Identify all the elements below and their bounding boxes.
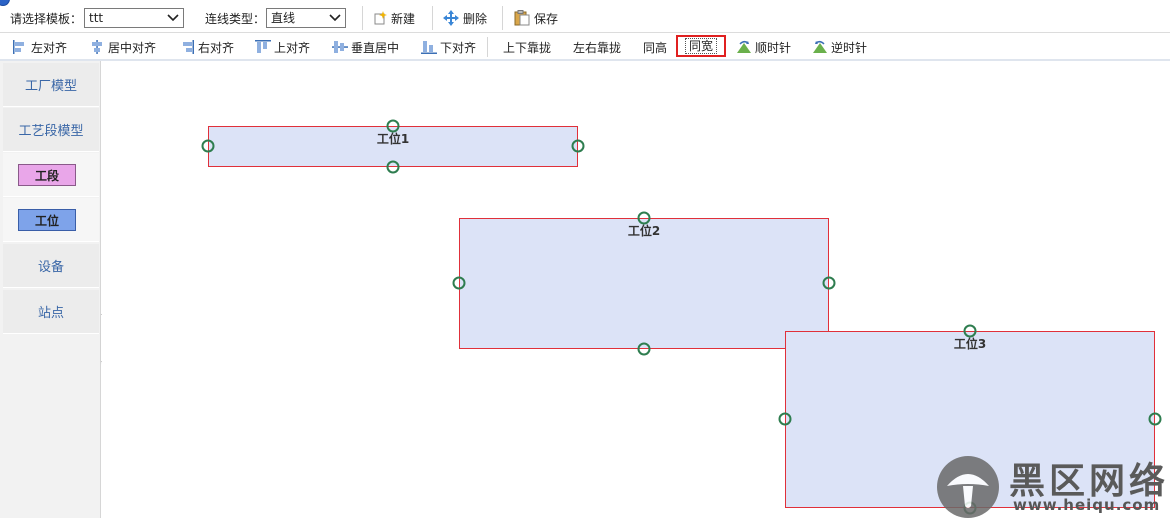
align-toolbar: 左对齐 居中对齐 右对齐 上对齐 垂直居中 下对齐 上下靠拢 左右靠拢 同高 同… <box>0 33 1170 61</box>
align-center-icon <box>92 40 102 54</box>
app-logo-icon <box>0 0 10 6</box>
save-button[interactable]: 保存 <box>514 9 558 27</box>
connection-anchor-right[interactable] <box>1148 412 1162 426</box>
section-shape[interactable]: 工段 <box>18 164 76 186</box>
sidebar-item-label: 设备 <box>37 260 64 275</box>
chevron-down-icon <box>329 14 341 22</box>
horizontal-adjoin-button[interactable]: 左右靠拢 <box>573 37 621 57</box>
left-align-button[interactable]: 左对齐 <box>12 37 67 57</box>
same-width-label: 同宽 <box>685 38 718 54</box>
clipboard-icon <box>514 10 530 26</box>
watermark-url: www.heiqu.com <box>1013 496 1161 514</box>
delete-label: 删除 <box>463 11 488 26</box>
design-canvas[interactable]: 工位1 工位2 工位3 <box>102 61 1170 518</box>
center-align-button[interactable]: 居中对齐 <box>89 37 156 57</box>
clockwise-label: 顺时针 <box>755 40 792 55</box>
connection-anchor-right[interactable] <box>822 276 836 290</box>
sidebar-item-label: 工厂模型 <box>24 79 77 94</box>
vertical-center-button[interactable]: 垂直居中 <box>332 37 399 57</box>
connection-anchor-left[interactable] <box>201 139 215 153</box>
vertical-adjoin-label: 上下靠拢 <box>503 40 552 55</box>
model-sidebar: 工厂模型 工艺段模型 工段 工位 设备 站点 <box>0 61 101 518</box>
watermark-title: 黑区网络 <box>1009 461 1170 502</box>
watermark: 黑区网络 www.heiqu.com <box>937 452 1170 518</box>
chevron-down-icon <box>167 14 179 22</box>
toolbar-divider <box>362 6 363 30</box>
vertical-adjoin-button[interactable]: 上下靠拢 <box>503 37 551 57</box>
counterclockwise-label: 逆时针 <box>831 40 868 55</box>
align-middle-icon <box>332 41 348 53</box>
section-shape-label: 工段 <box>34 169 59 183</box>
template-select[interactable]: ttt <box>84 8 184 28</box>
sidebar-item-equipment[interactable]: 设备 <box>3 244 99 288</box>
align-left-icon <box>13 40 24 54</box>
template-label: 请选择模板： <box>10 12 83 26</box>
vertical-center-label: 垂直居中 <box>351 40 400 55</box>
station-shape-label: 工位 <box>34 214 59 228</box>
top-align-button[interactable]: 上对齐 <box>255 37 310 57</box>
new-button[interactable]: 新建 <box>373 9 415 27</box>
node-label: 工位3 <box>953 337 987 351</box>
node-label: 工位2 <box>627 224 661 238</box>
same-height-button[interactable]: 同高 <box>643 37 667 57</box>
align-bottom-icon <box>421 41 437 54</box>
rotate-counterclockwise-icon <box>813 40 827 53</box>
align-top-icon <box>255 40 271 53</box>
sidebar-item-site[interactable]: 站点 <box>3 290 99 334</box>
same-height-label: 同高 <box>643 40 668 55</box>
line-type-select[interactable]: 直线 <box>266 8 346 28</box>
line-type-label: 连线类型： <box>205 12 266 26</box>
new-label: 新建 <box>391 11 416 26</box>
bottom-align-button[interactable]: 下对齐 <box>421 37 476 57</box>
connection-anchor-top[interactable] <box>637 211 651 225</box>
sidebar-item-process-section-model[interactable]: 工艺段模型 <box>3 108 99 152</box>
mushroom-icon <box>947 474 989 508</box>
node-label: 工位1 <box>376 132 410 146</box>
connection-anchor-bottom[interactable] <box>637 342 651 356</box>
left-align-label: 左对齐 <box>31 40 68 55</box>
top-toolbar: 请选择模板： ttt 连线类型： 直线 新建 删除 保存 <box>0 0 1170 33</box>
delete-button[interactable]: 删除 <box>443 9 487 27</box>
center-align-label: 居中对齐 <box>108 40 157 55</box>
watermark-logo-icon <box>937 456 999 518</box>
toolbar-divider <box>502 6 503 30</box>
connection-anchor-top[interactable] <box>386 119 400 133</box>
save-label: 保存 <box>534 11 559 26</box>
station-shape[interactable]: 工位 <box>18 209 76 231</box>
template-select-value: ttt <box>89 11 104 25</box>
sidebar-item-label: 站点 <box>37 306 64 321</box>
toolbar-divider <box>432 6 433 30</box>
same-width-button[interactable]: 同宽 <box>676 35 727 57</box>
rotate-clockwise-icon <box>737 40 751 53</box>
connection-anchor-bottom[interactable] <box>386 160 400 174</box>
sidebar-item-label: 工艺段模型 <box>18 124 84 139</box>
counterclockwise-button[interactable]: 逆时针 <box>812 37 867 57</box>
top-align-label: 上对齐 <box>274 40 311 55</box>
toolbar-divider <box>487 37 488 57</box>
connection-anchor-left[interactable] <box>452 276 466 290</box>
move-arrows-icon <box>443 10 459 26</box>
align-right-icon <box>183 40 194 54</box>
connection-anchor-left[interactable] <box>778 412 792 426</box>
bottom-align-label: 下对齐 <box>440 40 477 55</box>
new-icon <box>374 11 387 25</box>
connection-anchor-top[interactable] <box>963 324 977 338</box>
connection-anchor-right[interactable] <box>571 139 585 153</box>
right-align-label: 右对齐 <box>198 40 235 55</box>
right-align-button[interactable]: 右对齐 <box>179 37 234 57</box>
sidebar-item-factory-model[interactable]: 工厂模型 <box>3 63 99 107</box>
line-type-select-value: 直线 <box>271 11 296 25</box>
clockwise-button[interactable]: 顺时针 <box>736 37 791 57</box>
horizontal-adjoin-label: 左右靠拢 <box>573 40 622 55</box>
station-node-2[interactable]: 工位2 <box>459 218 829 349</box>
